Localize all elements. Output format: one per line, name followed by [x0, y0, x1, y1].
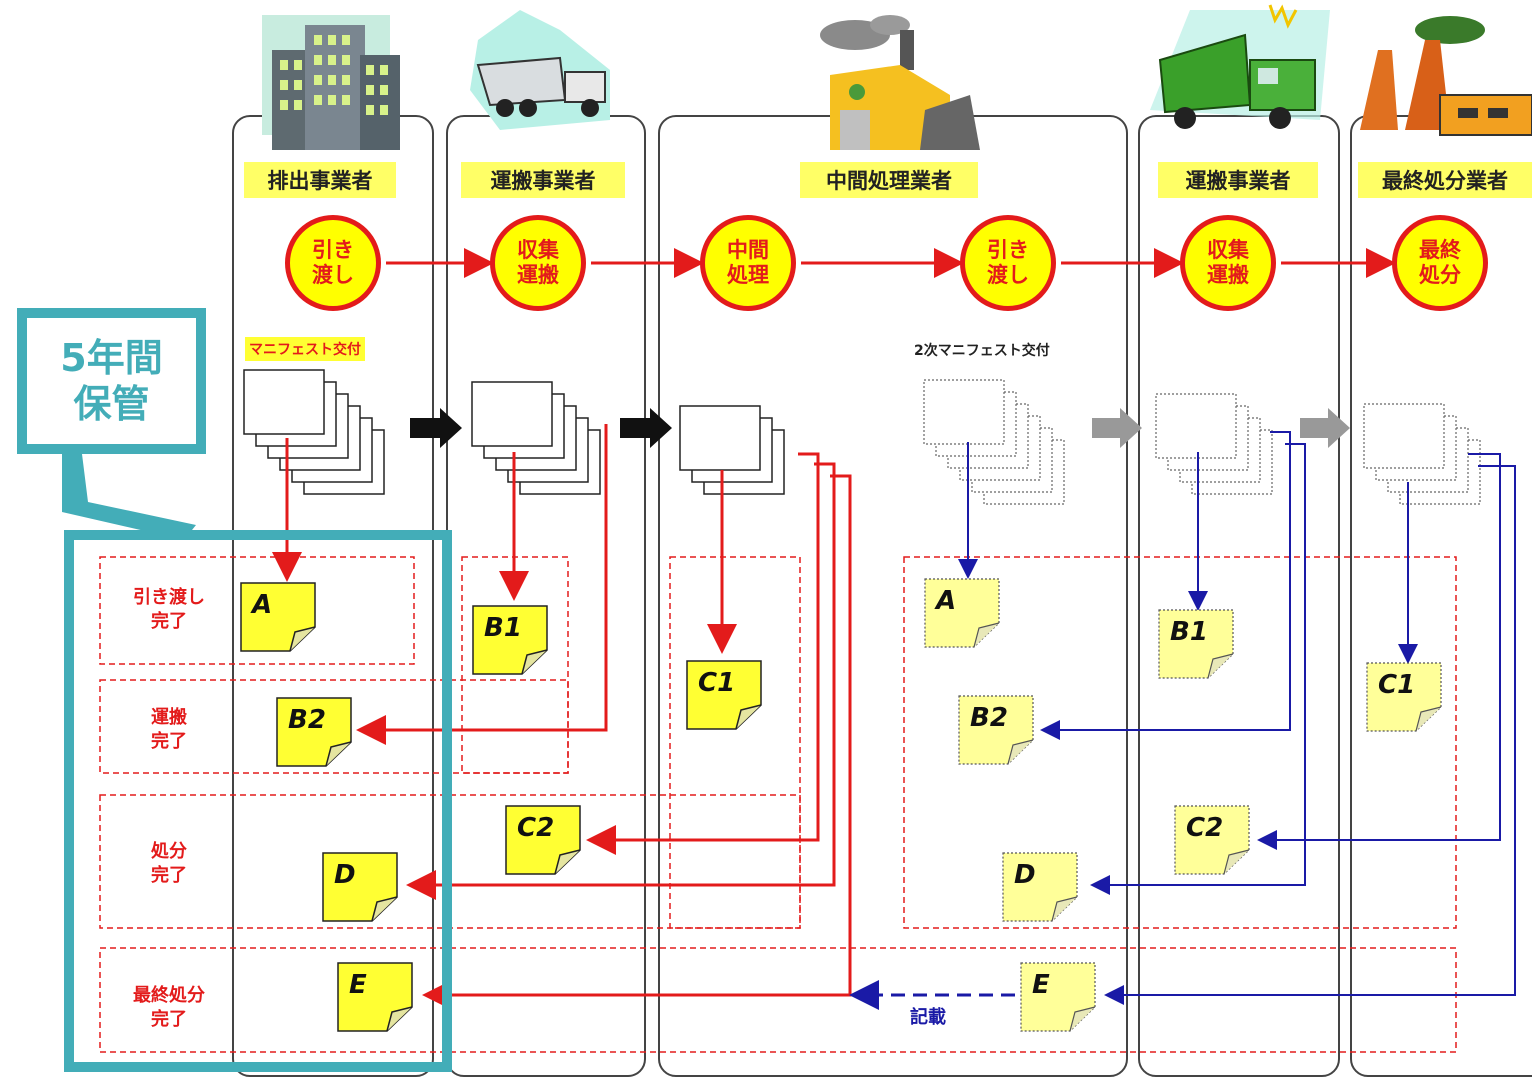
handover-arrow-2 [620, 408, 672, 448]
note-secondary-e: E [1020, 962, 1096, 1032]
retention-callout: 5年間 保管 [17, 308, 206, 454]
manifest-stack-transporter-1 [472, 382, 600, 494]
note-c1: C1 [686, 660, 762, 730]
note-secondary-e-label: E [1032, 970, 1050, 1000]
manifest-stack-transporter-2 [1156, 394, 1272, 494]
note-secondary-b1: B1 [1158, 609, 1234, 679]
callout-pointer [62, 454, 196, 540]
note-c1-label: C1 [698, 668, 735, 698]
note-secondary-d: D [1002, 852, 1078, 922]
note-secondary-c1: C1 [1366, 662, 1442, 732]
manifest-stack-intermediate [680, 406, 784, 494]
note-b1-label: B1 [484, 613, 522, 643]
manifest-stack-secondary [924, 380, 1064, 504]
handover-arrow-1 [410, 408, 462, 448]
manifest-stack-final [1364, 404, 1480, 504]
retention-highlight-frame [64, 530, 452, 1072]
note-secondary-b1-label: B1 [1170, 617, 1208, 647]
handover-arrow-4 [1300, 408, 1350, 448]
note-secondary-a-label: A [936, 586, 956, 616]
note-b1: B1 [472, 605, 548, 675]
note-secondary-a: A [924, 578, 1000, 648]
note-secondary-c2-label: C2 [1186, 813, 1223, 843]
manifest-stack-generator [244, 370, 384, 494]
note-c2: C2 [505, 805, 581, 875]
note-secondary-c1-label: C1 [1378, 670, 1415, 700]
note-secondary-b2-label: B2 [970, 703, 1008, 733]
record-label: 記載 [910, 1003, 946, 1029]
note-secondary-c2: C2 [1174, 805, 1250, 875]
note-secondary-b2: B2 [958, 695, 1034, 765]
note-secondary-d-label: D [1014, 860, 1036, 890]
note-c2-label: C2 [517, 813, 554, 843]
handover-arrow-3 [1092, 408, 1142, 448]
